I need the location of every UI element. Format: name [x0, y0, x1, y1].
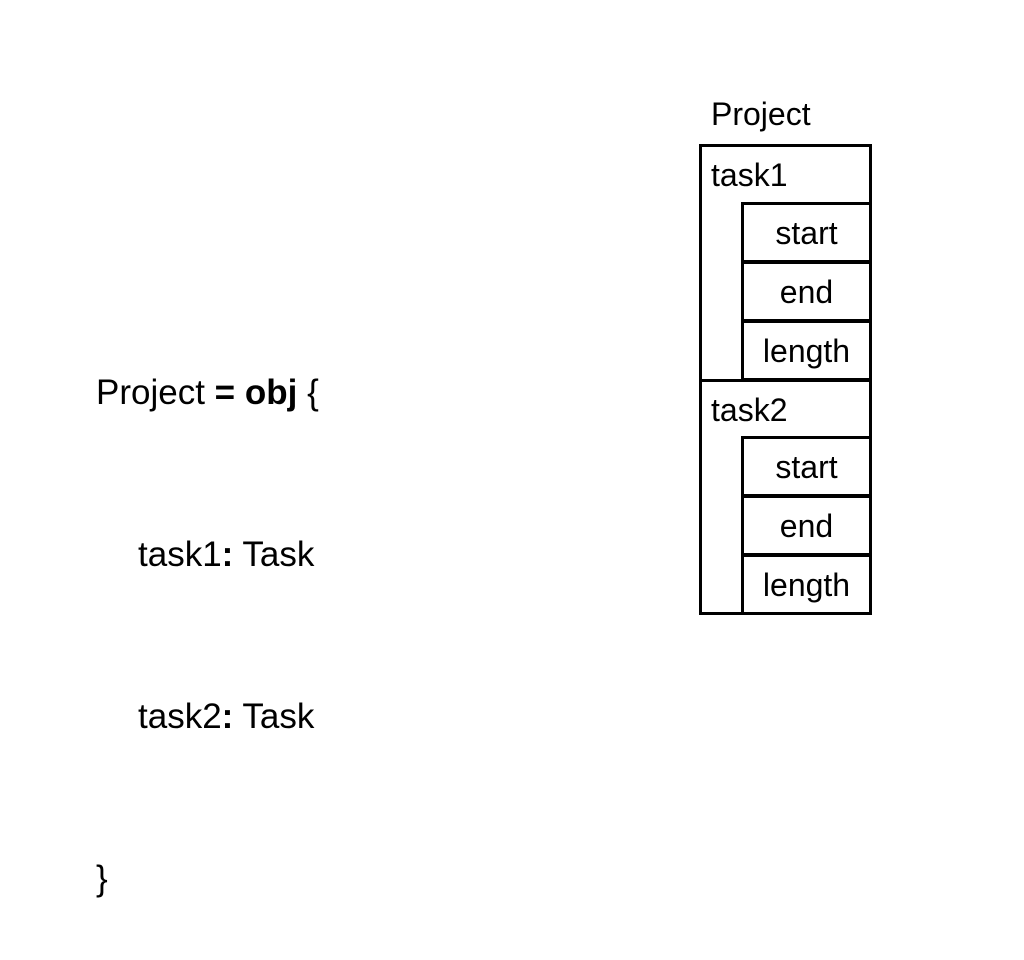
- colon: :: [221, 697, 234, 736]
- code-line-project: Project = obj {: [96, 366, 319, 420]
- type-name: Project: [96, 373, 205, 412]
- task2-end-field: end: [741, 495, 872, 556]
- task1-end-field: end: [741, 261, 872, 322]
- field-name: task1: [138, 535, 222, 574]
- task2-length-field: length: [741, 554, 872, 615]
- field-type: Task: [242, 535, 315, 574]
- colon: :: [221, 535, 234, 574]
- object-definition-code: Project = obj { task1: Task task2: Task …: [96, 258, 319, 960]
- code-line-task1: task1: Task: [96, 528, 319, 582]
- diagram-title: Project: [711, 96, 811, 132]
- obj-keyword: obj: [244, 373, 298, 412]
- equals-operator: =: [214, 373, 236, 412]
- field-type: Task: [242, 697, 315, 736]
- field-name: task2: [138, 697, 222, 736]
- task1-label: task1: [711, 157, 788, 193]
- code-line-task2: task2: Task: [96, 690, 319, 744]
- code-line-close: }: [96, 852, 319, 906]
- task1-length-field: length: [741, 320, 872, 381]
- close-brace: }: [96, 859, 108, 898]
- open-brace: {: [307, 373, 319, 412]
- task2-label: task2: [711, 392, 788, 428]
- task2-start-field: start: [741, 436, 872, 497]
- task1-start-field: start: [741, 202, 872, 263]
